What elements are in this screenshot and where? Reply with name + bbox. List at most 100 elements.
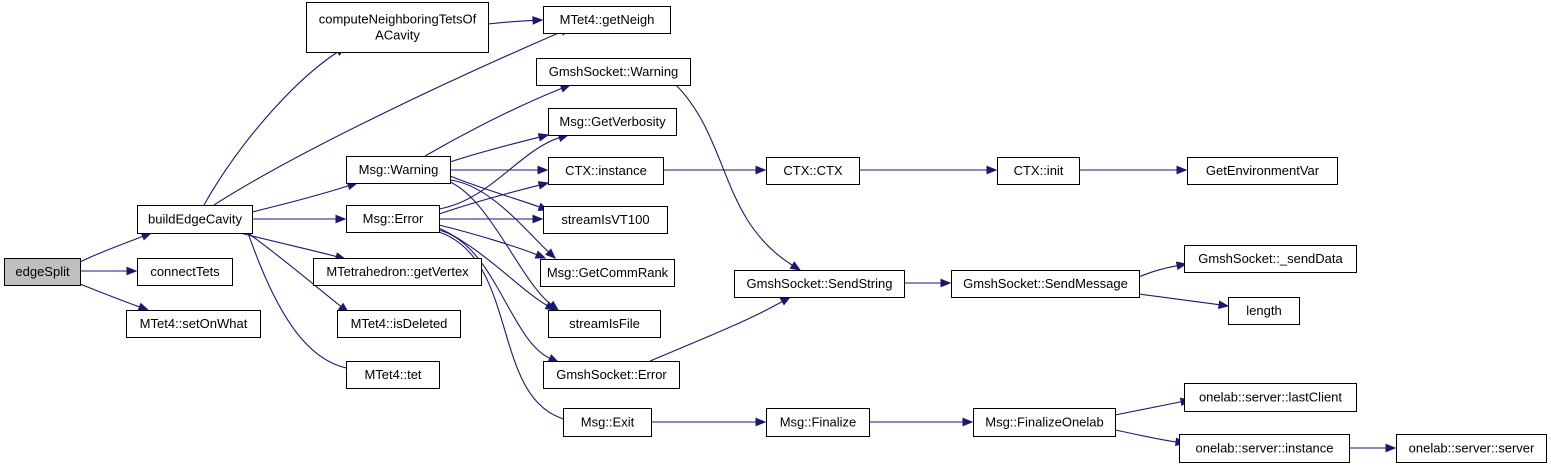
arrowhead xyxy=(986,165,998,175)
node-box xyxy=(1179,434,1350,463)
node-getVerbosity[interactable]: Msg::GetVerbosity xyxy=(548,108,677,136)
node-ctxCtx[interactable]: CTX::CTX xyxy=(766,157,860,185)
arrowhead xyxy=(789,261,802,271)
edge-line xyxy=(438,229,551,359)
node-box xyxy=(548,310,661,338)
edge-buildEdgeCavity-to-tet xyxy=(247,232,359,373)
node-isDeleted[interactable]: MTet4::isDeleted xyxy=(337,310,461,338)
arrowhead xyxy=(140,232,153,241)
node-label: edgeSplit xyxy=(15,264,70,279)
node-label: GmshSocket::Error xyxy=(556,367,667,382)
node-connectTets[interactable]: connectTets xyxy=(137,258,233,286)
edge-line xyxy=(203,51,338,206)
node-label: onelab::server::server xyxy=(1409,441,1535,456)
node-streamVT100[interactable]: streamIsVT100 xyxy=(543,206,668,234)
arrowhead xyxy=(559,84,572,93)
edge-line xyxy=(438,137,560,210)
arrowhead xyxy=(545,248,556,259)
node-length[interactable]: length xyxy=(1228,297,1300,325)
arrowhead xyxy=(126,266,138,276)
node-tet[interactable]: MTet4::tet xyxy=(346,361,440,389)
node-label: CTX::instance xyxy=(565,163,647,178)
arrowhead xyxy=(962,417,974,427)
node-box xyxy=(536,58,691,86)
edge-gsError-to-sendString xyxy=(649,296,792,362)
node-edgeSplit[interactable]: edgeSplit xyxy=(4,258,81,286)
node-label: Msg::Finalize xyxy=(780,415,857,430)
node-sendData[interactable]: GmshSocket::_sendData xyxy=(1184,245,1357,273)
edge-computeNeigh-to-getNeigh xyxy=(487,16,544,25)
arrowhead xyxy=(335,214,347,224)
edge-line xyxy=(247,232,342,307)
node-getVertex[interactable]: MTetrahedron::getVertex xyxy=(313,258,482,286)
node-serverInstance[interactable]: onelab::server::instance xyxy=(1179,434,1350,463)
node-sendString[interactable]: GmshSocket::SendString xyxy=(734,270,905,298)
node-label: Msg::Exit xyxy=(581,415,635,430)
edge-line xyxy=(1138,265,1178,278)
node-ctxInstance[interactable]: CTX::instance xyxy=(548,157,664,185)
node-label: MTetrahedron::getVertex xyxy=(326,264,469,279)
node-label: onelab::server::lastClient xyxy=(1199,390,1342,405)
node-streamFile[interactable]: streamIsFile xyxy=(548,310,661,338)
edge-line xyxy=(675,84,793,266)
node-msgError[interactable]: Msg::Error xyxy=(346,205,440,233)
node-box xyxy=(306,2,489,53)
edge-msgError-to-streamVT100 xyxy=(438,214,544,224)
node-msgFinalize[interactable]: Msg::Finalize xyxy=(766,408,870,437)
arrowhead xyxy=(1385,443,1397,453)
node-box xyxy=(137,205,253,234)
node-sendMessage[interactable]: GmshSocket::SendMessage xyxy=(951,270,1140,298)
node-box xyxy=(563,408,652,437)
node-box xyxy=(973,408,1116,437)
node-box xyxy=(543,206,668,234)
node-label: streamIsVT100 xyxy=(561,212,649,227)
arrowhead xyxy=(532,16,544,25)
node-label: Msg::Error xyxy=(363,211,424,226)
node-msgExit[interactable]: Msg::Exit xyxy=(563,408,652,437)
node-buildEdgeCavity[interactable]: buildEdgeCavity xyxy=(137,205,253,234)
node-gsWarning[interactable]: GmshSocket::Warning xyxy=(536,58,691,86)
node-label: Msg::FinalizeOnelab xyxy=(985,415,1104,430)
node-label: ACavity xyxy=(375,28,420,43)
arrowhead xyxy=(1175,261,1188,271)
edge-finalizeOnelab-to-lastClient xyxy=(1114,397,1192,416)
node-label: Msg::GetCommRank xyxy=(547,265,669,280)
node-setOnWhat[interactable]: MTet4::setOnWhat xyxy=(126,310,261,338)
node-box xyxy=(346,156,451,184)
node-lastClient[interactable]: onelab::server::lastClient xyxy=(1184,383,1357,412)
node-label: connectTets xyxy=(150,264,220,279)
arrowhead xyxy=(532,214,544,224)
node-box xyxy=(4,258,81,286)
arrowhead xyxy=(1176,165,1188,175)
edge-ctxInit-to-getEnv xyxy=(1079,165,1188,175)
node-getEnv[interactable]: GetEnvironmentVar xyxy=(1187,157,1338,185)
edge-msgExit-to-msgFinalize xyxy=(650,417,767,427)
node-box xyxy=(766,157,860,185)
edge-line xyxy=(1114,401,1182,416)
node-ctxInit[interactable]: CTX::init xyxy=(997,157,1080,185)
arrowhead xyxy=(779,296,792,306)
node-serverServer[interactable]: onelab::server::server xyxy=(1396,434,1547,463)
node-getCommRank[interactable]: Msg::GetCommRank xyxy=(540,259,675,287)
node-box xyxy=(346,361,440,389)
node-label: computeNeighboringTetsOf xyxy=(319,12,477,27)
arrowhead xyxy=(755,417,767,427)
arrowhead xyxy=(547,354,560,363)
node-gsError[interactable]: GmshSocket::Error xyxy=(543,361,680,389)
edge-sendMessage-to-length xyxy=(1138,293,1230,309)
node-finalizeOnelab[interactable]: Msg::FinalizeOnelab xyxy=(973,408,1116,437)
node-getNeigh[interactable]: MTet4::getNeigh xyxy=(543,6,671,34)
arrowhead xyxy=(544,301,557,311)
edge-line xyxy=(213,31,562,206)
node-box xyxy=(548,108,677,136)
edge-msgFinalize-to-finalizeOnelab xyxy=(868,417,974,427)
node-label: Msg::Warning xyxy=(359,162,439,177)
arrowhead xyxy=(137,302,150,311)
edge-edgeSplit-to-connectTets xyxy=(79,266,138,276)
node-label: GetEnvironmentVar xyxy=(1206,163,1320,178)
edge-sendMessage-to-sendData xyxy=(1138,261,1188,278)
node-box xyxy=(548,157,664,185)
edge-line xyxy=(649,301,783,362)
node-msgWarning[interactable]: Msg::Warning xyxy=(346,156,451,184)
